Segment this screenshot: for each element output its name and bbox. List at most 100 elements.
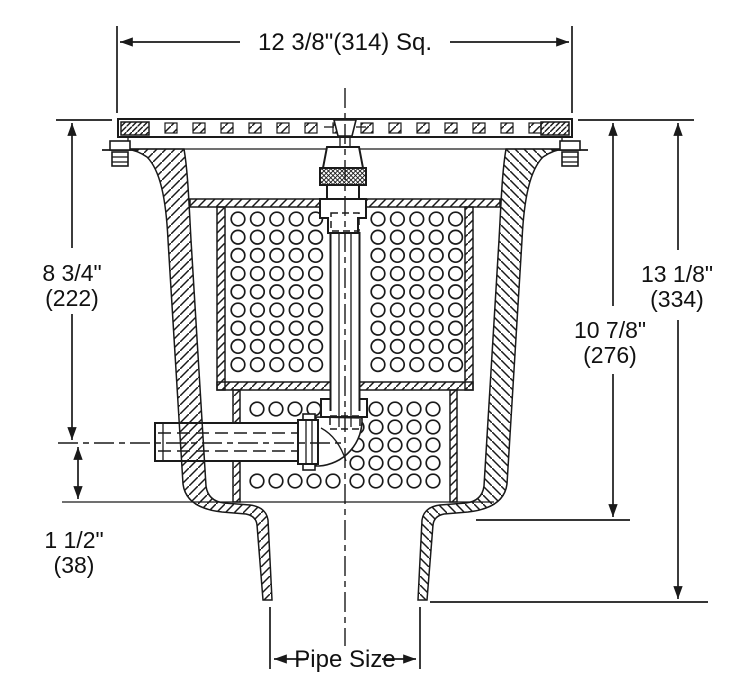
strainer-hole: [288, 284, 304, 300]
body-wall-left-section: [125, 148, 273, 601]
strainer-hole: [447, 356, 464, 373]
strainer-hole: [387, 437, 403, 453]
dim-inner-height-mm-label: (276): [583, 342, 637, 368]
strainer-hole: [409, 265, 425, 282]
dim-upper-height-label: 8 3/4": [42, 260, 101, 286]
grate-slot-bar: [304, 122, 318, 134]
strainer-hole: [447, 229, 464, 245]
strainer-hole: [370, 265, 386, 282]
strainer-hole: [389, 302, 406, 318]
frame-clamp-left: [102, 140, 138, 167]
strainer-hole: [389, 338, 406, 355]
strainer-hole: [268, 401, 284, 417]
strainer-hole: [425, 473, 441, 489]
strainer-hole: [406, 455, 422, 471]
strainer-hole: [269, 338, 285, 355]
strainer-hole: [387, 455, 403, 471]
strainer-hole: [368, 419, 384, 435]
frame-clamp-right: [551, 140, 589, 167]
grate-slot-bar: [500, 122, 514, 134]
strainer-hole: [249, 247, 266, 264]
dim-inner-height-label: 10 7/8": [574, 317, 646, 343]
outlet-elbow: [315, 416, 363, 467]
strainer-hole: [230, 356, 246, 373]
dimension-top-width: 12 3/8"(314) Sq.: [116, 26, 573, 113]
strainer-hole: [287, 401, 303, 417]
strainer-hole: [387, 419, 403, 435]
strainer-hole: [447, 284, 464, 300]
strainer-hole: [288, 320, 304, 336]
strainer-hole: [268, 473, 284, 489]
perforations-upper-right: [370, 211, 464, 373]
strainer-hole: [307, 320, 324, 336]
strainer-hole: [307, 284, 324, 300]
dimension-pipe-size: Pipe Size: [269, 607, 421, 673]
strainer-hole: [249, 473, 265, 489]
fitting-cap: [321, 146, 365, 169]
grate-slot-bar: [360, 122, 374, 134]
strainer-hole: [447, 211, 464, 227]
strainer-hole: [389, 247, 406, 264]
strainer-hole: [389, 320, 406, 336]
strainer-hole: [249, 211, 266, 227]
strainer-hole: [230, 284, 246, 300]
fitting-neck: [326, 184, 360, 200]
strainer-hole: [370, 320, 386, 336]
strainer-hole: [368, 473, 384, 489]
basket-wall-left: [216, 206, 226, 391]
strainer-hole: [425, 401, 441, 417]
grate-slot-bar: [164, 122, 178, 134]
strainer-hole: [307, 338, 324, 355]
strainer-hole: [389, 356, 406, 373]
strainer-hole: [370, 211, 386, 227]
grate-slot-bar: [472, 122, 486, 134]
strainer-hole: [406, 437, 422, 453]
basket-wall-right: [464, 206, 474, 391]
strainer-hole: [447, 265, 464, 282]
grate-slot-bar: [220, 122, 234, 134]
strainer-hole: [428, 229, 444, 245]
strainer-hole: [288, 247, 304, 264]
strainer-hole: [307, 247, 324, 264]
strainer-hole: [409, 211, 425, 227]
strainer-hole: [368, 437, 384, 453]
strainer-hole: [428, 247, 444, 264]
strainer-hole: [230, 320, 246, 336]
strainer-hole: [428, 265, 444, 282]
outlet-flange: [297, 419, 319, 465]
strainer-hole: [428, 338, 444, 355]
strainer-hole: [269, 302, 285, 318]
grate-slot-bar: [248, 122, 262, 134]
grate-end-block-left: [120, 121, 150, 136]
strainer-hole: [249, 302, 266, 318]
strainer-hole: [428, 356, 444, 373]
strainer-hole: [269, 320, 285, 336]
dim-overall-height-mm-label: (334): [650, 286, 704, 312]
strainer-hole: [249, 401, 265, 417]
strainer-hole: [409, 302, 425, 318]
strainer-hole: [409, 356, 425, 373]
strainer-hole: [249, 229, 266, 245]
strainer-hole: [230, 229, 246, 245]
strainer-hole: [370, 338, 386, 355]
strainer-hole: [230, 338, 246, 355]
strainer-hole: [306, 473, 322, 489]
dim-top-width-label: 12 3/8"(314) Sq.: [258, 29, 432, 56]
fitting-mount-block: [319, 198, 367, 234]
strainer-hole: [409, 284, 425, 300]
strainer-hole: [409, 229, 425, 245]
grate-slot-bar: [276, 122, 290, 134]
strainer-hole: [307, 302, 324, 318]
dimension-invert-depth: 1 1/2" (38): [44, 447, 104, 578]
strainer-hole: [370, 302, 386, 318]
strainer-hole: [428, 211, 444, 227]
strainer-hole: [325, 473, 341, 489]
strainer-hole: [387, 473, 403, 489]
strainer-hole: [288, 229, 304, 245]
grate-slot-bar: [192, 122, 206, 134]
strainer-hole: [307, 265, 324, 282]
strainer-hole: [428, 284, 444, 300]
strainer-hole: [409, 338, 425, 355]
